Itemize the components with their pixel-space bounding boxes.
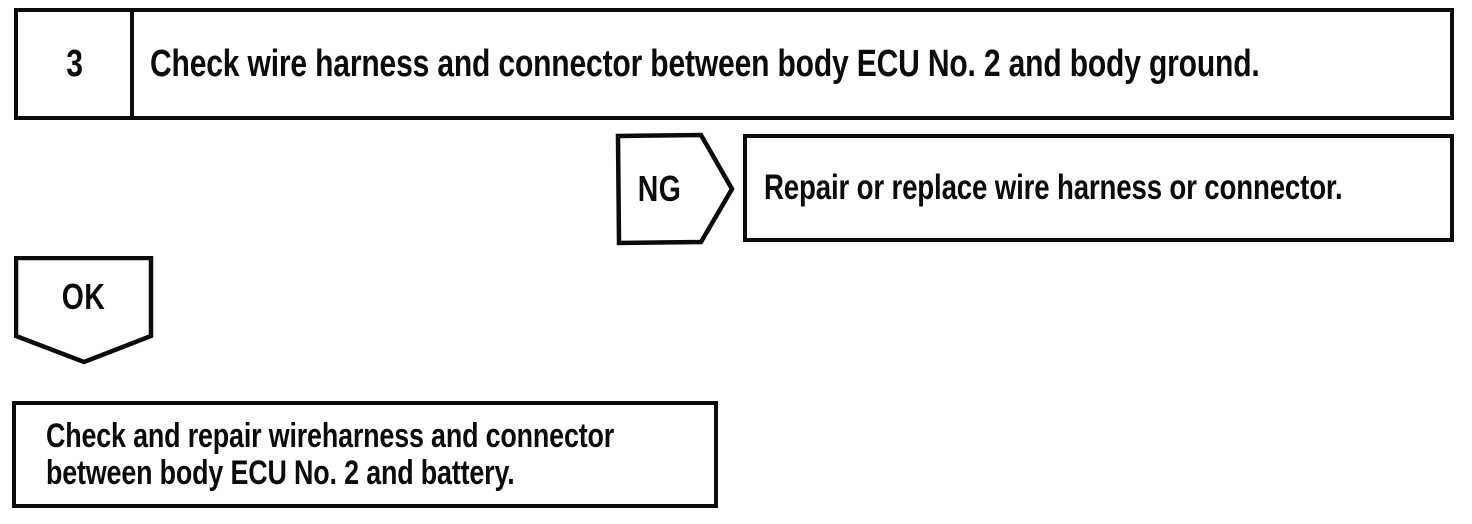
- ok-action-text: Check and repair wireharness and connect…: [46, 416, 615, 492]
- ok-connector-label: OK: [61, 276, 106, 317]
- ng-connector-label: NG: [637, 167, 681, 209]
- step-box: 3 Check wire harness and connector betwe…: [14, 8, 1454, 120]
- ok-action-line-2: between body ECU No. 2 and battery.: [46, 453, 515, 492]
- step-number: 3: [65, 42, 83, 85]
- ok-connector: OK: [14, 256, 153, 338]
- ng-action-box: Repair or replace wire harness or connec…: [743, 134, 1454, 242]
- step-number-cell: 3: [18, 12, 134, 116]
- step-instruction-cell: Check wire harness and connector between…: [134, 12, 1450, 116]
- ok-action-line-1: Check and repair wireharness and connect…: [46, 416, 615, 455]
- ok-arrow-icon: [14, 256, 154, 365]
- ng-arrow-icon: [615, 132, 735, 246]
- ng-connector: NG: [615, 132, 703, 245]
- ng-action-text: Repair or replace wire harness or connec…: [764, 168, 1343, 207]
- step-instruction: Check wire harness and connector between…: [150, 42, 1260, 85]
- ok-action-box: Check and repair wireharness and connect…: [12, 401, 718, 508]
